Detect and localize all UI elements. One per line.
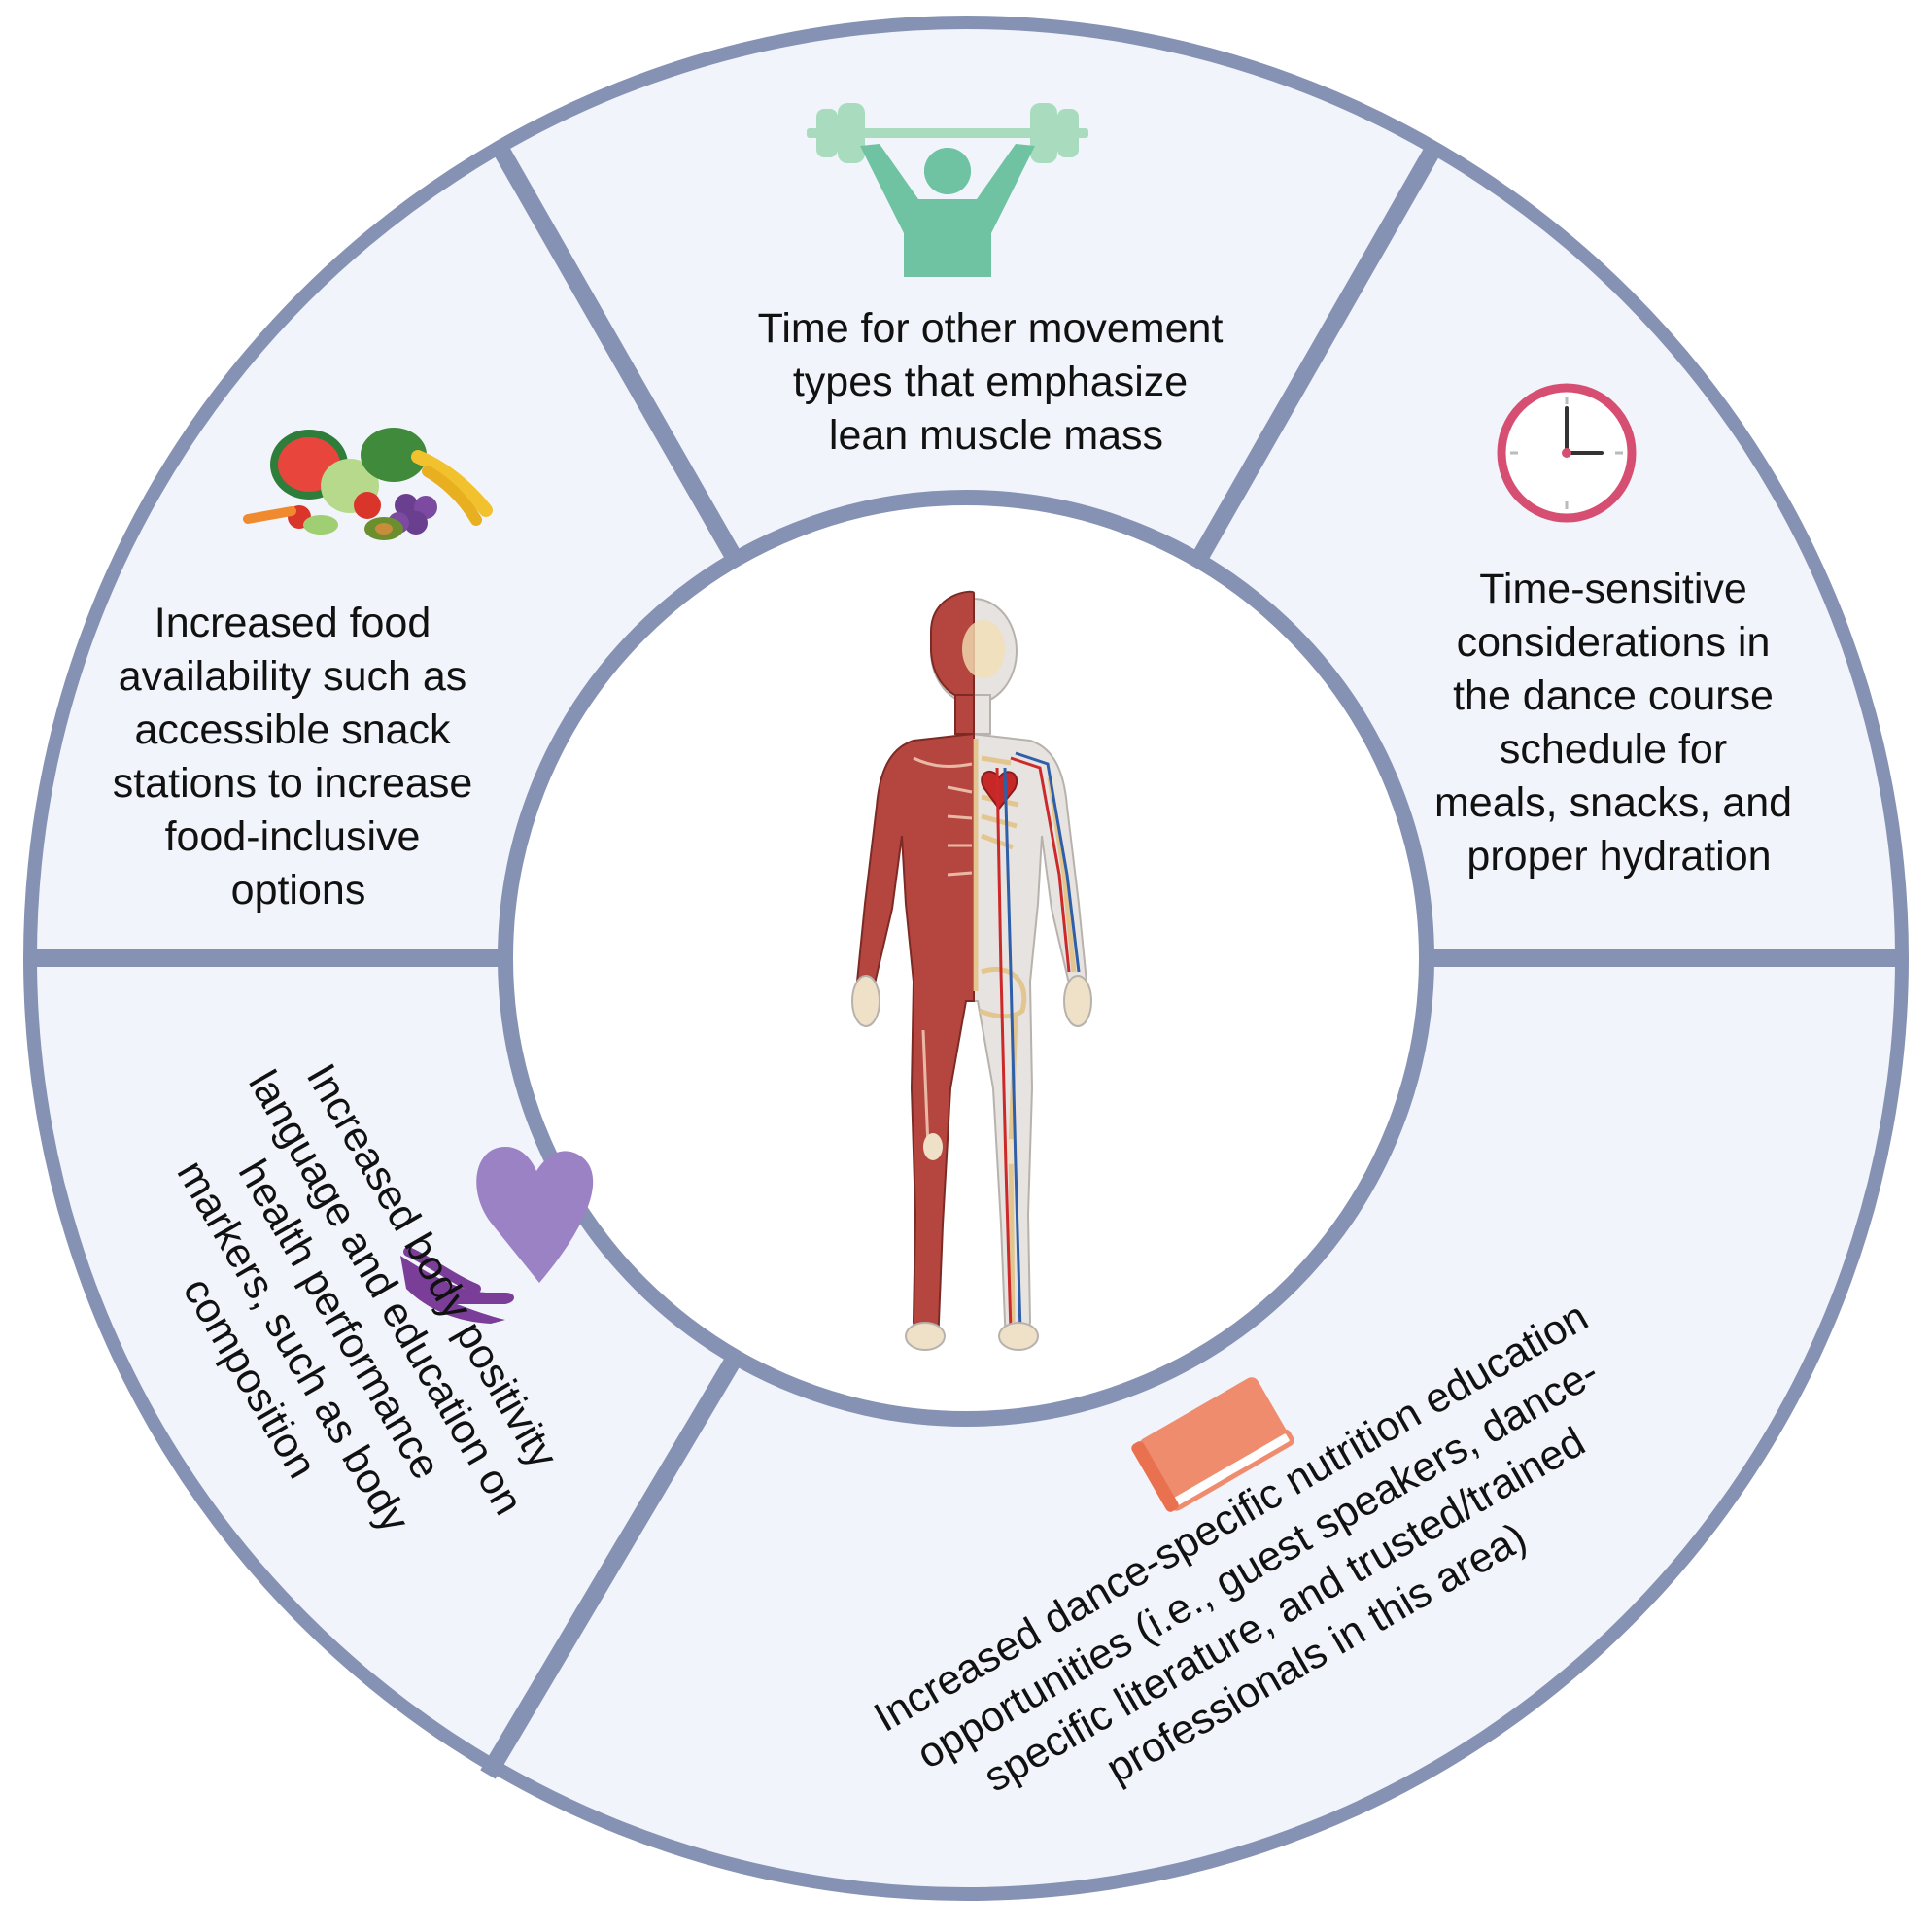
divider-top-left xyxy=(490,139,742,562)
segment-left-line: Increased food xyxy=(155,600,431,646)
segment-left-line: options xyxy=(231,867,366,914)
segment-left-line: stations to increase xyxy=(113,760,472,807)
segment-left-line: accessible snack xyxy=(135,707,452,753)
segment-right-line: the dance course xyxy=(1453,673,1774,719)
divider-top-right xyxy=(1192,139,1444,562)
human-anatomy-icon xyxy=(851,590,1092,1351)
segment-right-line: Time-sensitive xyxy=(1479,566,1747,612)
segment-top-text: Time for other movement types that empha… xyxy=(758,305,1235,459)
segment-dividers xyxy=(29,139,1903,1779)
segment-right: Time-sensitive considerations in the dan… xyxy=(1434,383,1804,880)
segment-right-line: proper hydration xyxy=(1466,833,1771,880)
segment-top-line: types that emphasize xyxy=(793,359,1188,405)
segment-right-line: schedule for xyxy=(1500,726,1727,773)
weightlifter-icon xyxy=(807,103,1088,277)
segment-right-line: considerations in xyxy=(1457,619,1771,666)
heart-in-hand-icon xyxy=(400,1147,594,1324)
segment-top-line: lean muscle mass xyxy=(829,412,1163,459)
segment-top-line: Time for other movement xyxy=(758,305,1224,352)
divider-bottom-left xyxy=(480,1355,742,1779)
clock-icon xyxy=(1497,383,1637,523)
segment-top: Time for other movement types that empha… xyxy=(758,103,1235,459)
segment-left-line: food-inclusive xyxy=(165,813,421,860)
segment-left-line: availability such as xyxy=(119,653,467,700)
segment-left-text: Increased food availability such as acce… xyxy=(113,600,484,914)
segment-left: Increased food availability such as acce… xyxy=(113,428,493,914)
segment-right-text: Time-sensitive considerations in the dan… xyxy=(1434,566,1804,880)
book-icon xyxy=(1131,1377,1294,1512)
fruits-vegetables-icon xyxy=(243,428,493,540)
segment-right-line: meals, snacks, and xyxy=(1434,779,1792,826)
